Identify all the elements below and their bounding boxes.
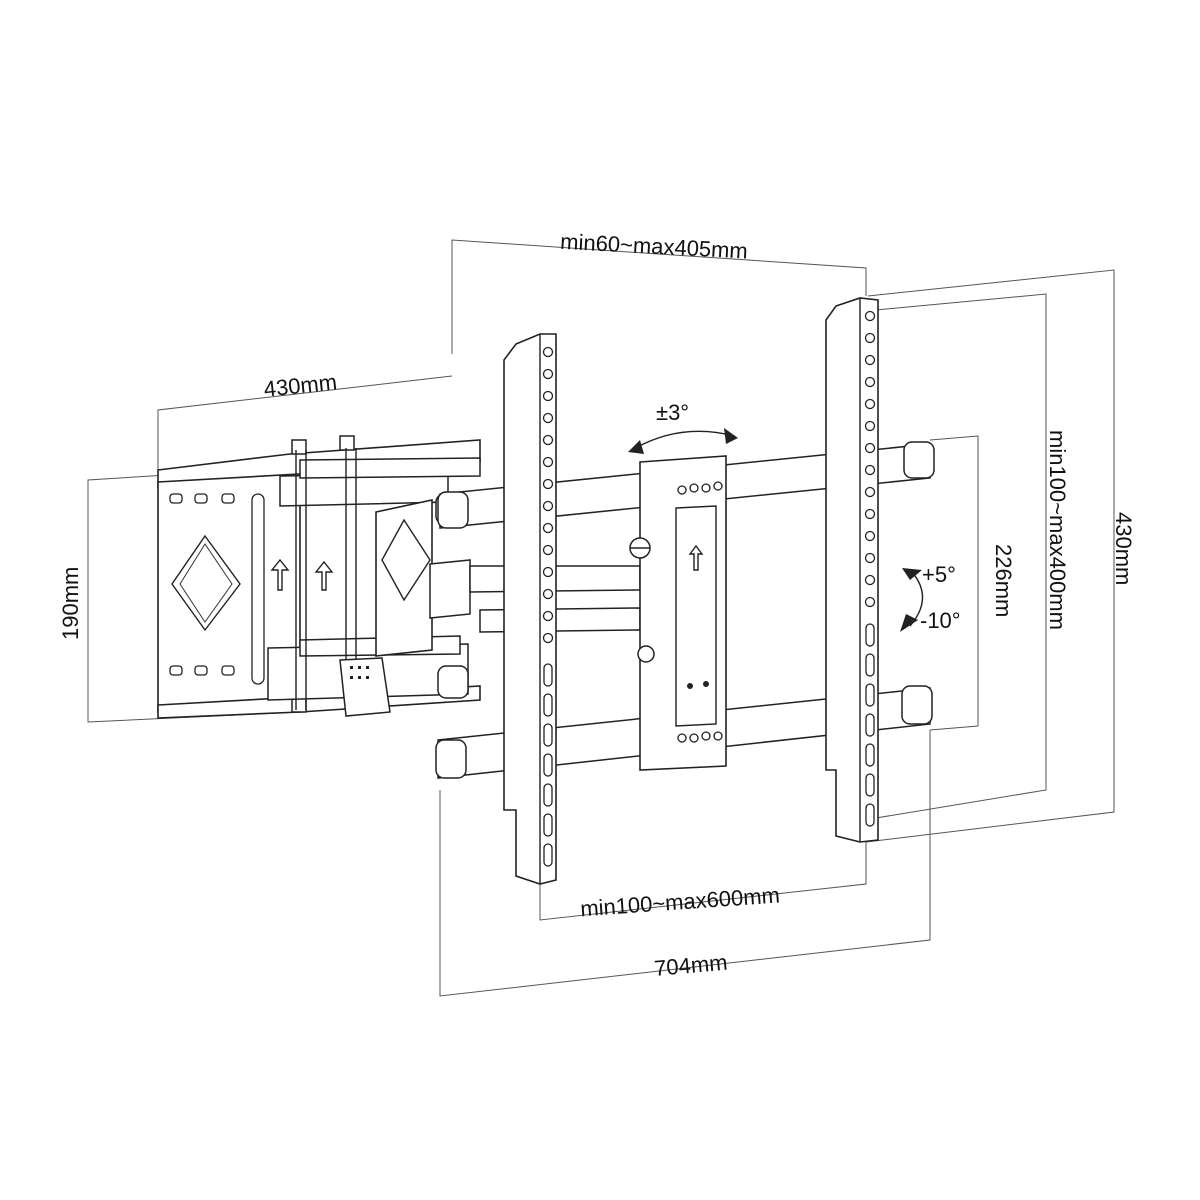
mounting-hole [864, 552, 876, 564]
tilt-arrow-icon [900, 568, 924, 632]
mounting-slot [543, 663, 553, 687]
mounting-slot [865, 653, 875, 677]
mounting-slot [543, 843, 553, 867]
label-vesa-vertical-max: min100~max400mm [1045, 430, 1070, 630]
mounting-hole [864, 420, 876, 432]
mounting-hole [542, 544, 554, 556]
mounting-hole [864, 508, 876, 520]
mounting-hole [864, 332, 876, 344]
mounting-hole [542, 478, 554, 490]
label-arm-spacing: 226mm [991, 544, 1016, 617]
mounting-hole [542, 456, 554, 468]
mounting-hole [542, 500, 554, 512]
mounting-hole [542, 368, 554, 380]
mounting-hole [542, 610, 554, 622]
mounting-hole [542, 632, 554, 644]
mounting-hole [864, 486, 876, 498]
right-vertical-bracket [825, 297, 879, 843]
mounting-slot [865, 683, 875, 707]
mounting-hole [542, 588, 554, 600]
mounting-slot [865, 773, 875, 797]
mounting-hole [542, 522, 554, 534]
mounting-slot [543, 693, 553, 717]
label-overall-height: 430mm [1111, 512, 1136, 585]
label-overall-width: 704mm [653, 950, 728, 981]
mounting-hole [864, 354, 876, 366]
mounting-hole [864, 574, 876, 586]
mounting-hole [864, 398, 876, 410]
label-wall-plate-height: 190mm [58, 567, 83, 640]
label-tilt-up: +5° [922, 562, 956, 587]
mounting-slot [865, 803, 875, 827]
mounting-hole [864, 464, 876, 476]
mounting-hole [864, 530, 876, 542]
label-vesa-horizontal-range: min100~max600mm [579, 882, 780, 921]
mounting-hole [542, 390, 554, 402]
mounting-hole [864, 376, 876, 388]
mounting-hole [542, 346, 554, 358]
mounting-hole [864, 442, 876, 454]
mounting-slot [865, 713, 875, 737]
mounting-slot [543, 783, 553, 807]
mounting-slot [543, 813, 553, 837]
mounting-slot [865, 623, 875, 647]
mounting-hole [542, 566, 554, 578]
label-wall-plate-width: 430mm [263, 369, 339, 402]
mounting-slot [543, 753, 553, 777]
tilt-head [629, 455, 727, 771]
left-vertical-bracket [503, 333, 557, 885]
label-vesa-vertical-range: min60~max405mm [560, 229, 749, 264]
label-swivel-angle: ±3° [656, 400, 689, 425]
mounting-slot [543, 723, 553, 747]
mounting-hole [542, 434, 554, 446]
swivel-arrow-icon [628, 428, 738, 454]
mounting-hole [542, 412, 554, 424]
mounting-slot [865, 743, 875, 767]
mounting-hole [864, 596, 876, 608]
mounting-hole [864, 310, 876, 322]
label-tilt-down: -10° [920, 608, 961, 633]
